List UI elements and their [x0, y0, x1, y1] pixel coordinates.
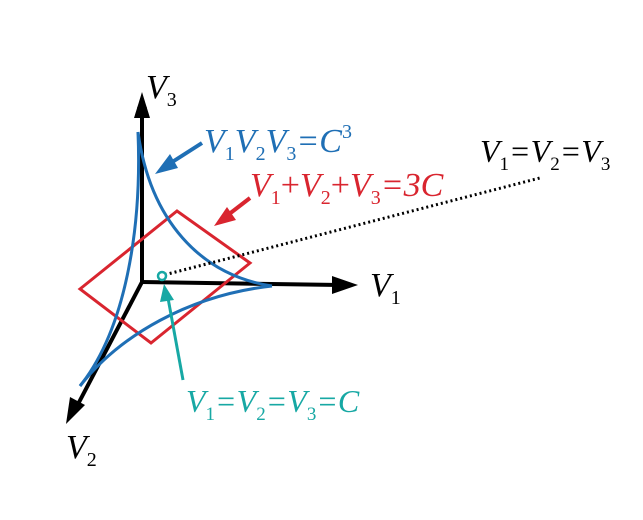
sum-equation-label: V1+V2+V3=3C	[250, 167, 444, 209]
v2-axis	[74, 281, 144, 409]
product-equation-label: V1V2V3=C3	[204, 121, 352, 165]
v3-arrowhead	[134, 92, 150, 118]
v1-arrowhead	[332, 276, 358, 294]
product-curve-v3-v1	[136, 131, 273, 288]
equal-point-marker	[156, 270, 168, 282]
equal-line-label: V1=V2=V3	[480, 133, 610, 175]
product-curve-v2-v3	[78, 131, 141, 387]
v2-arrowhead	[66, 397, 85, 424]
v3-axis-label: V3	[146, 69, 177, 111]
sum-plane-outline	[77, 209, 253, 345]
product-pointer-head	[155, 154, 178, 174]
equal-point-pointer-head	[160, 284, 174, 302]
equal-point-pointer-arrow	[166, 297, 185, 381]
product-curve-v1-v2	[78, 284, 273, 387]
equal-point-label: V1=V2=V3=C	[186, 383, 360, 425]
v1-axis-label: V1	[370, 267, 401, 309]
equal-diagonal-line	[159, 176, 541, 278]
v2-axis-label: V2	[66, 429, 97, 471]
v1-axis	[141, 280, 341, 287]
sum-pointer-head	[214, 207, 236, 226]
